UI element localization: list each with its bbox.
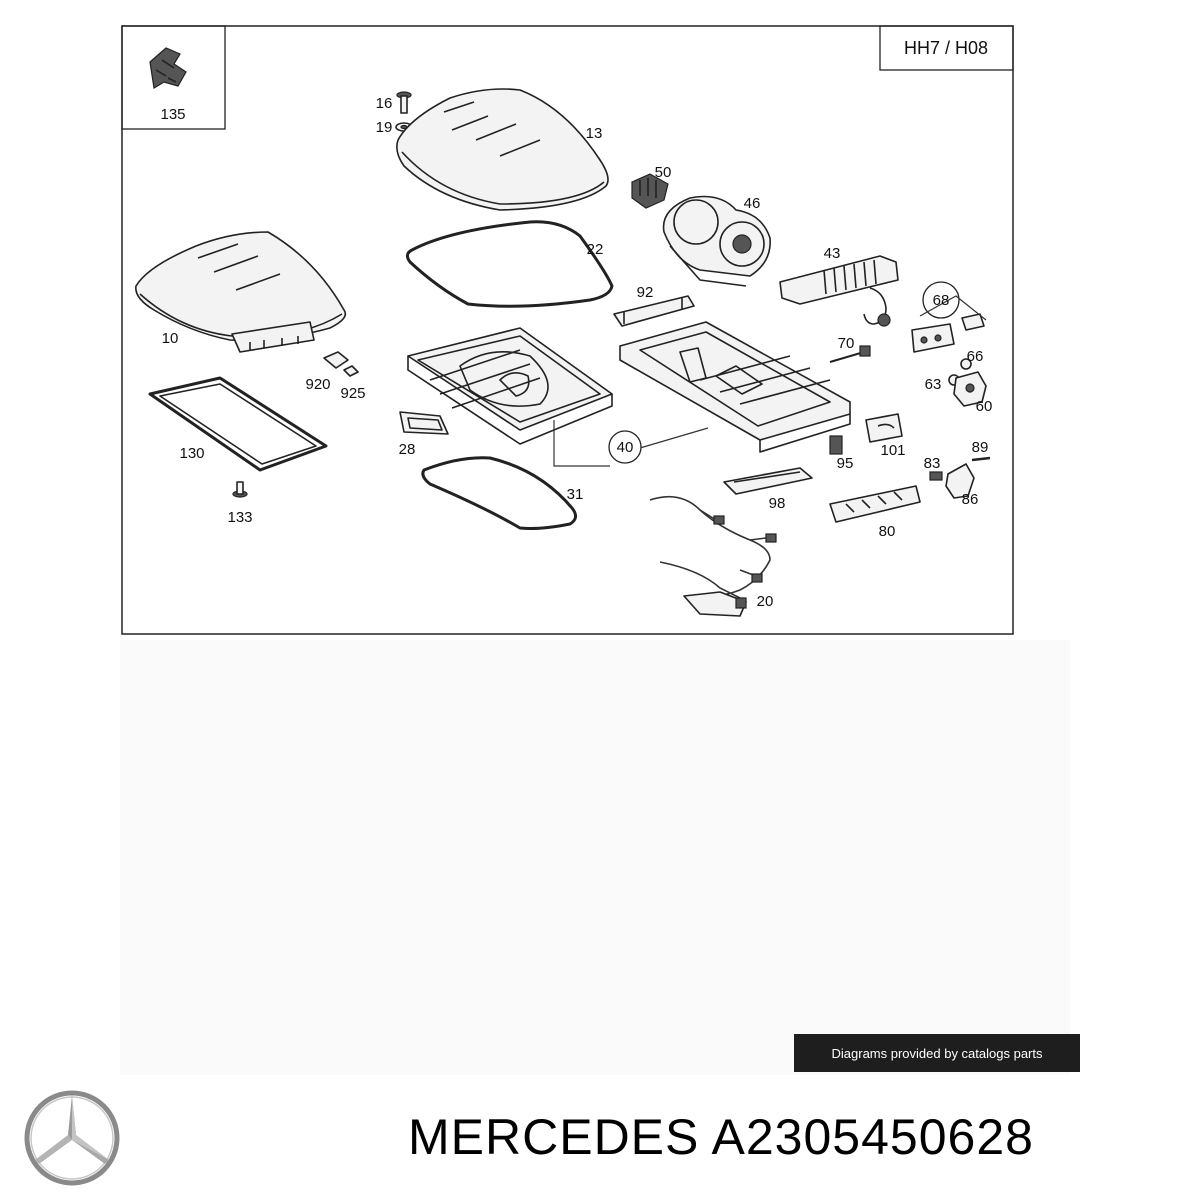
part-80-module [829, 485, 921, 523]
callout-40: 40 [617, 439, 634, 456]
part-83-clip [929, 471, 943, 481]
callout-68: 68 [933, 292, 950, 309]
part-101-cover [865, 413, 903, 443]
callout-80: 80 [879, 523, 896, 540]
mercedes-star-icon [24, 1090, 120, 1186]
callout-16: 16 [376, 95, 393, 112]
callout-925: 925 [340, 385, 365, 402]
blank-panel [120, 640, 1070, 1075]
part-68-plate [911, 281, 987, 353]
part-98-filter [723, 467, 813, 495]
part-66-ring [960, 358, 972, 370]
callout-92: 92 [637, 284, 654, 301]
part-133-screw [232, 481, 248, 498]
part-60-actuator [953, 371, 987, 407]
part-40-tray [407, 327, 613, 445]
part-43-heater-core [779, 255, 899, 327]
callout-70: 70 [838, 335, 855, 352]
callout-43: 43 [824, 245, 841, 262]
part-95-clip [829, 435, 843, 455]
callout-19: 19 [376, 119, 393, 136]
parts-diagram: HH7 / H08 [120, 25, 1070, 1075]
callout-46: 46 [744, 195, 761, 212]
part-28-pad [399, 411, 449, 435]
callout-89: 89 [972, 439, 989, 456]
part-31-seal [421, 456, 577, 530]
callout-50: 50 [655, 164, 672, 181]
part-50-resistor [631, 173, 669, 209]
callout-31: 31 [567, 486, 584, 503]
callout-101: 101 [880, 442, 905, 459]
part-70-sensor [829, 345, 871, 363]
brand-part-number: MERCEDES A2305450628 [408, 1109, 1034, 1165]
part-92-bracket [613, 295, 695, 327]
callout-10: 10 [162, 330, 179, 347]
part-46-blower [662, 195, 771, 287]
callout-63: 63 [925, 376, 942, 393]
code-box [879, 25, 1014, 71]
part-89-screw [971, 456, 991, 462]
leader-40 [553, 420, 709, 467]
callout-133: 133 [227, 509, 252, 526]
callout-ring-40 [608, 430, 642, 464]
inset-box [121, 25, 226, 130]
callout-28: 28 [399, 441, 416, 458]
part-130-gasket [148, 376, 328, 472]
part-16-screw [396, 91, 412, 114]
callout-13: 13 [586, 125, 603, 142]
part-86-actuator [945, 463, 975, 499]
callout-22: 22 [587, 241, 604, 258]
callout-83: 83 [924, 455, 941, 472]
callout-135: 135 [160, 106, 185, 123]
part-20-harness [649, 495, 777, 617]
callout-60: 60 [976, 398, 993, 415]
callout-95: 95 [837, 455, 854, 472]
part-10-cover [135, 231, 347, 353]
part-920-plug [323, 351, 349, 369]
callout-920: 920 [305, 376, 330, 393]
part-925-plug [343, 365, 359, 377]
main-housing [619, 321, 851, 453]
callout-98: 98 [769, 495, 786, 512]
credit-banner: Diagrams provided by catalogs parts [794, 1034, 1080, 1072]
callout-130: 130 [179, 445, 204, 462]
part-22-seal [405, 220, 614, 308]
part-13-cover [396, 88, 609, 211]
code-label: HH7 / H08 [904, 38, 988, 58]
callout-20: 20 [757, 593, 774, 610]
callout-86: 86 [962, 491, 979, 508]
part-135-clip [149, 47, 187, 89]
callout-66: 66 [967, 348, 984, 365]
